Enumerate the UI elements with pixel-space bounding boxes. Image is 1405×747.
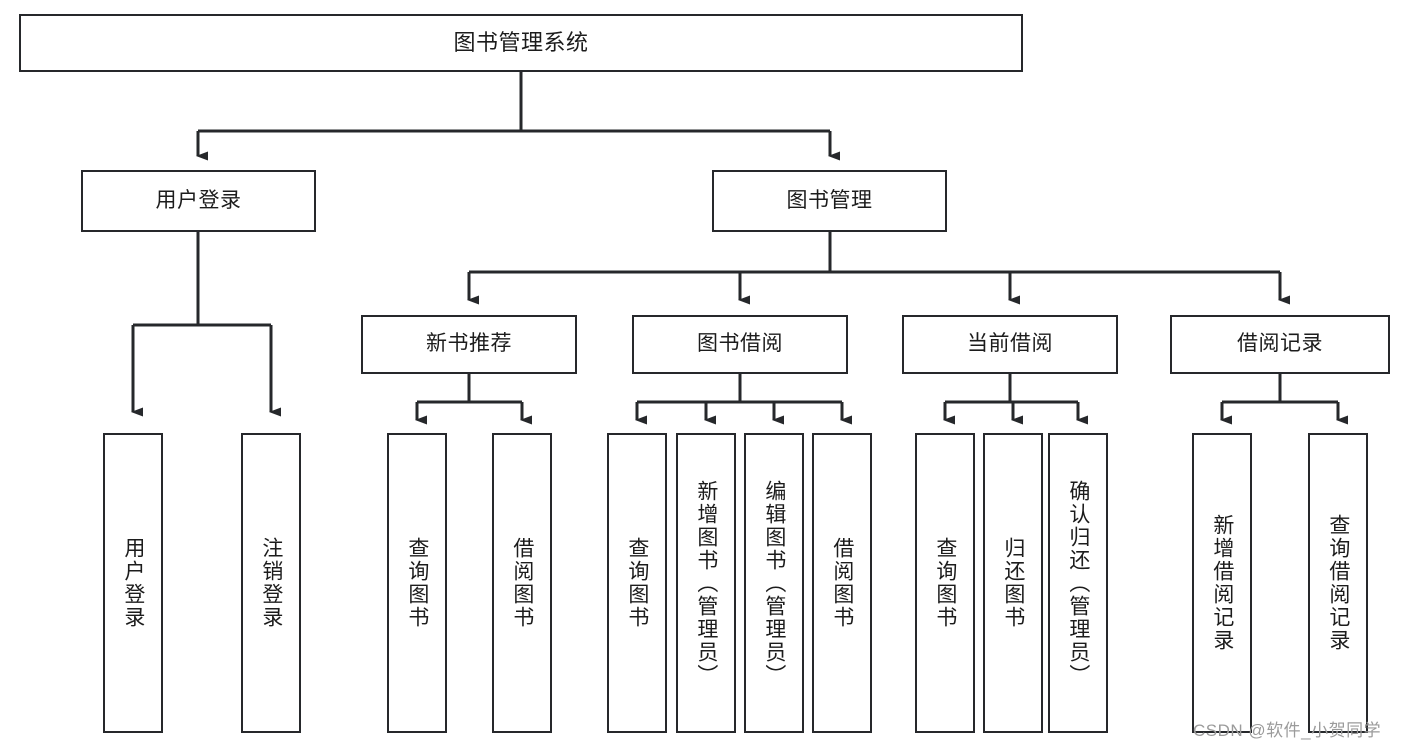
node-root-system[interactable]: 图书管理系统: [19, 14, 1023, 72]
node-label: 确认归还（管理员）: [1066, 479, 1090, 687]
node-book-borrow[interactable]: 图书借阅: [632, 315, 848, 374]
node-borrow-record[interactable]: 借阅记录: [1170, 315, 1390, 374]
node-label: 图书管理系统: [453, 30, 589, 56]
leaf-new-book-borrow[interactable]: 借阅图书: [492, 433, 552, 733]
node-label: 图书借阅: [697, 332, 783, 356]
node-label: 新增图书（管理员）: [694, 479, 718, 687]
node-label: 借阅记录: [1237, 332, 1323, 356]
node-label: 归还图书: [1001, 537, 1025, 629]
node-label: 用户登录: [155, 188, 242, 212]
node-new-book-recommend[interactable]: 新书推荐: [361, 315, 577, 374]
node-label: 新增借阅记录: [1210, 514, 1234, 652]
leaf-book-borrow-edit[interactable]: 编辑图书（管理员）: [744, 433, 804, 733]
node-label: 查询图书: [625, 537, 649, 629]
leaf-user-login-logout[interactable]: 注销登录: [241, 433, 301, 733]
leaf-current-borrow-confirm-return[interactable]: 确认归还（管理员）: [1048, 433, 1108, 733]
node-label: 注销登录: [259, 537, 283, 629]
leaf-book-borrow-query[interactable]: 查询图书: [607, 433, 667, 733]
node-current-borrow[interactable]: 当前借阅: [902, 315, 1118, 374]
node-label: 借阅图书: [830, 537, 854, 629]
leaf-current-borrow-query[interactable]: 查询图书: [915, 433, 975, 733]
leaf-book-borrow-lend[interactable]: 借阅图书: [812, 433, 872, 733]
leaf-current-borrow-return[interactable]: 归还图书: [983, 433, 1043, 733]
node-label: 用户登录: [121, 537, 145, 629]
leaf-borrow-record-query[interactable]: 查询借阅记录: [1308, 433, 1368, 733]
node-book-management[interactable]: 图书管理: [712, 170, 947, 232]
node-label: 查询图书: [933, 537, 957, 629]
leaf-borrow-record-add[interactable]: 新增借阅记录: [1192, 433, 1252, 733]
node-label: 查询图书: [405, 537, 429, 629]
node-label: 查询借阅记录: [1326, 514, 1350, 652]
node-label: 新书推荐: [426, 332, 512, 356]
node-label: 编辑图书（管理员）: [762, 479, 786, 687]
leaf-new-book-query[interactable]: 查询图书: [387, 433, 447, 733]
leaf-user-login-login[interactable]: 用户登录: [103, 433, 163, 733]
node-label: 借阅图书: [510, 537, 534, 629]
node-label: 当前借阅: [967, 332, 1053, 356]
leaf-book-borrow-add[interactable]: 新增图书（管理员）: [676, 433, 736, 733]
node-label: 图书管理: [786, 188, 873, 212]
node-user-login[interactable]: 用户登录: [81, 170, 316, 232]
watermark-credit: CSDN @软件_小贺同学: [1193, 721, 1382, 740]
